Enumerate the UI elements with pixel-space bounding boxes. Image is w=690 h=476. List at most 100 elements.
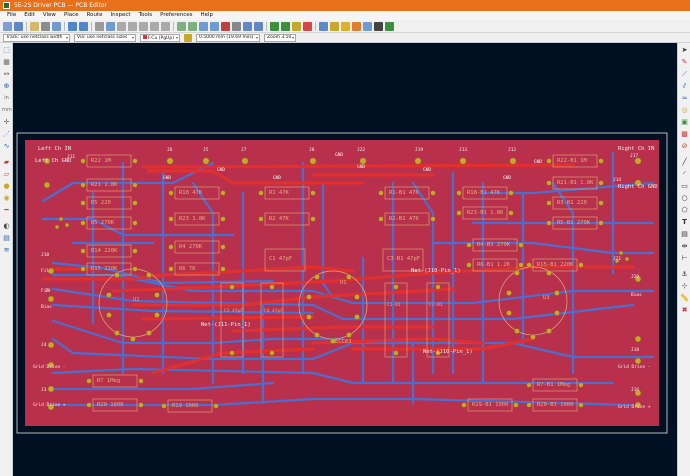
undo-icon[interactable] <box>68 22 77 31</box>
via-size-value: Via: use netclass sizes <box>77 35 128 40</box>
rotate-ccw-icon[interactable] <box>177 22 186 31</box>
cursor-icon[interactable]: ✛ <box>3 118 10 126</box>
menu-file[interactable]: File <box>7 12 17 18</box>
anchor-icon[interactable]: ⚓ <box>681 270 688 278</box>
polar-icon[interactable]: ⊕ <box>3 82 10 90</box>
menu-route[interactable]: Route <box>86 12 103 18</box>
ratsnest-icon[interactable]: ⋰ <box>3 130 10 138</box>
layer-pair-icon[interactable] <box>184 34 192 42</box>
zoom-fit-icon[interactable] <box>139 22 148 31</box>
refresh-icon[interactable] <box>106 22 115 31</box>
zoom-objects-icon[interactable] <box>150 22 159 31</box>
python-console-icon[interactable] <box>374 22 383 31</box>
track-width-select[interactable]: Track: use netclass width▾ <box>3 34 70 42</box>
layers-icon[interactable]: ≋ <box>3 246 10 254</box>
mirror-icon[interactable] <box>210 22 219 31</box>
footprint-icon[interactable]: ▣ <box>681 118 688 126</box>
measure-icon[interactable]: 📏 <box>680 294 689 302</box>
page-settings-icon[interactable] <box>30 22 39 31</box>
menu-help[interactable]: Help <box>200 12 214 18</box>
board-setup-icon[interactable] <box>3 22 12 31</box>
component-ref: C4 47pF <box>264 309 283 314</box>
text-icon[interactable]: T <box>682 218 687 226</box>
app-icon <box>3 2 10 9</box>
pcb-canvas[interactable]: Left Ch IN Left Ch GND Right Ch IN Right… <box>13 43 677 476</box>
3d-viewer-icon[interactable] <box>352 22 361 31</box>
zoom-select[interactable]: Zoom 3.50▾ <box>264 34 296 42</box>
pad-fill-icon[interactable]: ● <box>3 182 10 190</box>
zone-filled-icon[interactable]: ▰ <box>3 158 10 166</box>
menu-inspect[interactable]: Inspect <box>110 12 131 18</box>
inch-icon[interactable]: in <box>4 95 9 101</box>
arc-icon[interactable]: ◜ <box>683 170 686 178</box>
update-pcb-icon[interactable] <box>292 22 301 31</box>
flip-icon[interactable] <box>199 22 208 31</box>
menu-edit[interactable]: Edit <box>24 12 35 18</box>
window-title: 5E-2S Driver PCB — PCB Editor <box>14 2 108 9</box>
j18-ref: J18 <box>631 348 640 353</box>
mm-icon[interactable]: mm <box>2 107 12 113</box>
redo-icon[interactable] <box>79 22 88 31</box>
net-inspector-icon[interactable] <box>363 22 372 31</box>
zoom-selection-icon[interactable] <box>161 22 170 31</box>
j3-ref: J3 <box>41 388 47 393</box>
layer-select[interactable]: F.Cu (PgUp)▾ <box>140 34 180 42</box>
rect-icon[interactable]: ▭ <box>681 182 688 190</box>
component-ref: R21-B1 1.8K <box>557 180 594 186</box>
save-icon[interactable] <box>14 22 23 31</box>
lock-icon[interactable] <box>221 22 230 31</box>
footprint-browser-icon[interactable] <box>281 22 290 31</box>
circle-icon[interactable]: ○ <box>681 194 688 202</box>
textbox-icon[interactable]: ▤ <box>681 230 688 238</box>
left-in-label: Left Ch IN <box>38 146 72 152</box>
menu-place[interactable]: Place <box>63 12 79 18</box>
drc-icon[interactable] <box>303 22 312 31</box>
line-icon[interactable]: ╱ <box>682 158 687 166</box>
tune-icon[interactable]: ≈ <box>681 94 688 102</box>
grid-select[interactable]: 0.5000 mm (19.69 mils)▾ <box>196 34 260 42</box>
polygon-icon[interactable]: ⬠ <box>681 206 688 214</box>
dimension-orth-icon[interactable]: ⊢ <box>681 254 688 262</box>
select-icon[interactable]: ⬚ <box>3 46 10 54</box>
pointer-icon[interactable]: ➤ <box>681 46 688 54</box>
route-diff-icon[interactable]: ⫽ <box>682 82 687 90</box>
via-icon[interactable]: ◎ <box>681 106 688 114</box>
scripting-icon[interactable] <box>330 22 339 31</box>
grid-icon[interactable]: ▦ <box>3 58 10 66</box>
delete-icon[interactable]: ✖ <box>681 306 688 314</box>
zone-icon[interactable]: ▩ <box>681 130 688 138</box>
schematic-icon[interactable] <box>319 22 328 31</box>
footprint-editor-icon[interactable] <box>270 22 279 31</box>
group-icon[interactable] <box>243 22 252 31</box>
ungroup-icon[interactable] <box>254 22 263 31</box>
zoom-out-icon[interactable] <box>128 22 137 31</box>
track-fill-icon[interactable]: ━ <box>4 206 9 214</box>
rotate-cw-icon[interactable] <box>188 22 197 31</box>
main-toolbar <box>0 20 690 33</box>
appearance-icon[interactable]: ▤ <box>3 234 10 242</box>
keepout-icon[interactable]: ⊘ <box>681 142 688 150</box>
route-track-icon[interactable]: ⟋ <box>682 70 687 78</box>
ratsnest-curve-icon[interactable]: ∿ <box>3 142 10 150</box>
plot-icon[interactable] <box>52 22 61 31</box>
plugin-icon[interactable] <box>341 22 350 31</box>
zone-outline-icon[interactable]: ▱ <box>3 170 10 178</box>
ruler-icon[interactable]: ↔ <box>3 70 10 78</box>
dimension-icon[interactable]: ⇹ <box>681 242 688 250</box>
menu-preferences[interactable]: Preferences <box>160 12 193 18</box>
via-fill-icon[interactable]: ◉ <box>3 194 10 202</box>
contrast-icon[interactable]: ◐ <box>3 222 10 230</box>
search-icon[interactable] <box>95 22 104 31</box>
component-ref: U1 <box>340 280 347 286</box>
j22-net: GND <box>357 165 366 170</box>
menu-view[interactable]: View <box>42 12 56 18</box>
right-gnd-label: Right Ch GND <box>618 184 658 190</box>
print-icon[interactable] <box>41 22 50 31</box>
grid-origin-icon[interactable]: ⊹ <box>681 282 688 290</box>
zoom-in-icon[interactable] <box>117 22 126 31</box>
via-size-select[interactable]: Via: use netclass sizes▾ <box>74 34 136 42</box>
unlock-icon[interactable] <box>232 22 241 31</box>
highlight-icon[interactable]: ✎ <box>681 58 688 66</box>
menu-tools[interactable]: Tools <box>138 12 153 18</box>
gerber-icon[interactable] <box>385 22 394 31</box>
